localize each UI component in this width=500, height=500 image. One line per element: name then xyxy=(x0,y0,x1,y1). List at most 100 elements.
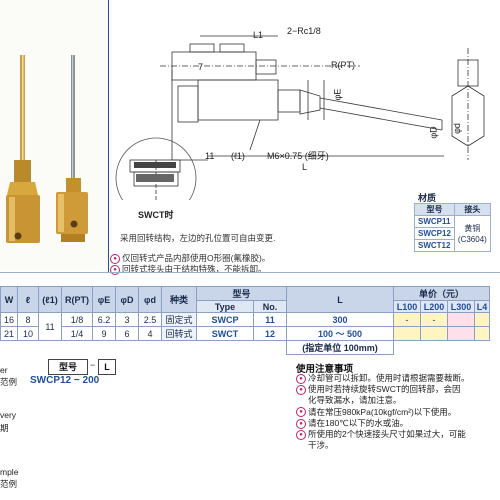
note-bullet-icon: ● xyxy=(296,384,306,395)
note-1: ●仅回转式产品内部使用O形圈(氟橡胶)。 xyxy=(110,252,270,264)
cell-e: 9 xyxy=(92,326,116,341)
note-bullet-icon: ● xyxy=(296,418,306,429)
dim-phie: φE xyxy=(332,88,343,101)
note-bullet-icon: ● xyxy=(296,429,306,440)
table-row: 21 10 1/4 9 6 4 回转式 SWCT 12 100 ～ 500 xyxy=(0,326,490,341)
usage-item: 干涉。 xyxy=(308,440,334,451)
cell-w: 21 xyxy=(0,326,18,341)
swct-label: SWCT时 xyxy=(138,210,174,220)
usage-item: ●所使用的2个快速接头尺寸如果过大，可能 xyxy=(296,429,470,440)
usage-item: ●请在180℃以下的水或油。 xyxy=(296,418,470,429)
cell-type: SWCT xyxy=(196,326,254,341)
header-divider xyxy=(108,0,109,272)
cell-price: - xyxy=(393,312,421,327)
left-fragment: 范例 xyxy=(0,377,18,387)
cell-r: 1/8 xyxy=(61,312,93,327)
table-row: 16 8 11 1/8 6.2 3 2.5 固定式 SWCP 11 300 - … xyxy=(0,312,490,341)
cell-price xyxy=(447,326,475,341)
dim-ell1: (ℓ1) xyxy=(231,151,245,161)
header-price: 单价（元） xyxy=(393,286,490,301)
cell-dbig: 3 xyxy=(115,312,139,327)
example-box-type: 型号 xyxy=(48,359,88,375)
cell-price xyxy=(420,326,448,341)
cell-kind: 回转式 xyxy=(161,326,197,341)
usage-title: 使用注意事项 xyxy=(296,364,354,375)
usage-list: ●冷却管可以拆卸。使用时请根据需要裁断。 ●使用时若持续旋转SWCT的回转部，会… xyxy=(296,373,470,451)
example-box-l: L xyxy=(98,359,116,375)
left-fragment: mple xyxy=(0,467,19,477)
material-title: 材质 xyxy=(418,193,437,203)
cell-d: 4 xyxy=(138,326,162,341)
price-col: L100 xyxy=(393,300,421,313)
header-kind: 种类 xyxy=(161,286,197,313)
note-bullet-icon: ● xyxy=(296,407,306,418)
header-length: L xyxy=(286,286,394,313)
spec-table: W ℓ (ℓ1) R(PT) φE φD φd 种类 型号 L 单价（元） Ty… xyxy=(0,286,490,355)
header-model: 型号 xyxy=(196,286,287,301)
usage-item: 化导致漏水，请加注意。 xyxy=(308,395,402,406)
cell-d: 2.5 xyxy=(138,312,162,327)
example-dash: − xyxy=(90,360,96,370)
material-header-type: 型号 xyxy=(414,203,455,216)
material-row: SWCT12 xyxy=(414,239,455,252)
dim-phid: φd xyxy=(451,123,462,134)
left-fragment: very xyxy=(0,410,17,420)
cell-price xyxy=(474,312,490,327)
cell-kind: 固定式 xyxy=(161,312,197,327)
dim-l1: L1 xyxy=(253,30,264,40)
header-r: R(PT) xyxy=(61,286,93,313)
example-value: SWCP12 − 200 xyxy=(30,375,100,386)
cell-w: 16 xyxy=(0,312,18,327)
header-type: Type xyxy=(196,300,254,313)
material-row: SWCP12 xyxy=(414,227,455,240)
header-w: W xyxy=(0,286,18,313)
technical-drawing xyxy=(115,35,485,200)
price-col: L4 xyxy=(474,300,490,313)
cell-price xyxy=(474,326,490,341)
product-photo xyxy=(0,0,108,270)
cell-dbig: 6 xyxy=(115,326,139,341)
header-phie: φE xyxy=(92,286,116,313)
dim-l: L xyxy=(302,162,308,172)
note-bullet-icon: ● xyxy=(110,253,120,264)
dim-7: 7 xyxy=(198,62,204,72)
cell-l: 8 xyxy=(17,312,39,327)
material-header-joint: 接头 xyxy=(453,203,491,216)
header-l1: (ℓ1) xyxy=(38,286,62,313)
usage-item: ●冷却管可以拆卸。使用时请根据需要裁断。 xyxy=(296,373,470,384)
length-unit-note: (指定单位 100mm) xyxy=(286,340,394,355)
price-col: L300 xyxy=(447,300,475,313)
header-l: ℓ xyxy=(17,286,39,313)
cell-r: 1/4 xyxy=(61,326,93,341)
note-bullet-icon: ● xyxy=(110,264,120,275)
note-rotate: 采用回转结构，左边的孔位置可自由变更. xyxy=(120,233,276,243)
usage-item: ●请在常压980kPa(10kgf/cm²)以下使用。 xyxy=(296,407,470,418)
cell-price xyxy=(393,326,421,341)
section-divider xyxy=(0,272,500,273)
cell-l: 10 xyxy=(17,326,39,341)
material-value: 黄铜(C3604) xyxy=(453,215,491,252)
header-phid-big: φD xyxy=(115,286,139,313)
cell-no: 11 xyxy=(253,312,287,327)
cell-l1: 11 xyxy=(38,312,62,341)
cell-e: 6.2 xyxy=(92,312,116,327)
header-phid: φd xyxy=(138,286,162,313)
dim-11: 11 xyxy=(205,151,215,161)
cell-price: - xyxy=(420,312,448,327)
price-col: L200 xyxy=(420,300,448,313)
dim-rpt: R(PT) xyxy=(331,60,355,70)
left-fragment: er xyxy=(0,365,8,375)
cell-price xyxy=(447,312,475,327)
dim-phid-big: φD xyxy=(428,126,439,139)
note-bullet-icon: ● xyxy=(296,373,306,384)
left-fragment: 范例 xyxy=(0,479,18,489)
dim-m6: M6×0.75 (细牙) xyxy=(267,151,329,161)
cell-type: SWCP xyxy=(196,312,254,327)
usage-item: ●使用时若持续旋转SWCT的回转部，会因 xyxy=(296,384,470,395)
header-no: No. xyxy=(253,300,287,313)
left-fragment: 期 xyxy=(0,423,9,433)
note-2: ●回转式接头由于结构特殊，不能拆卸。 xyxy=(110,263,267,275)
cell-length: 300 xyxy=(286,312,394,327)
material-row: SWCP11 xyxy=(414,215,455,228)
